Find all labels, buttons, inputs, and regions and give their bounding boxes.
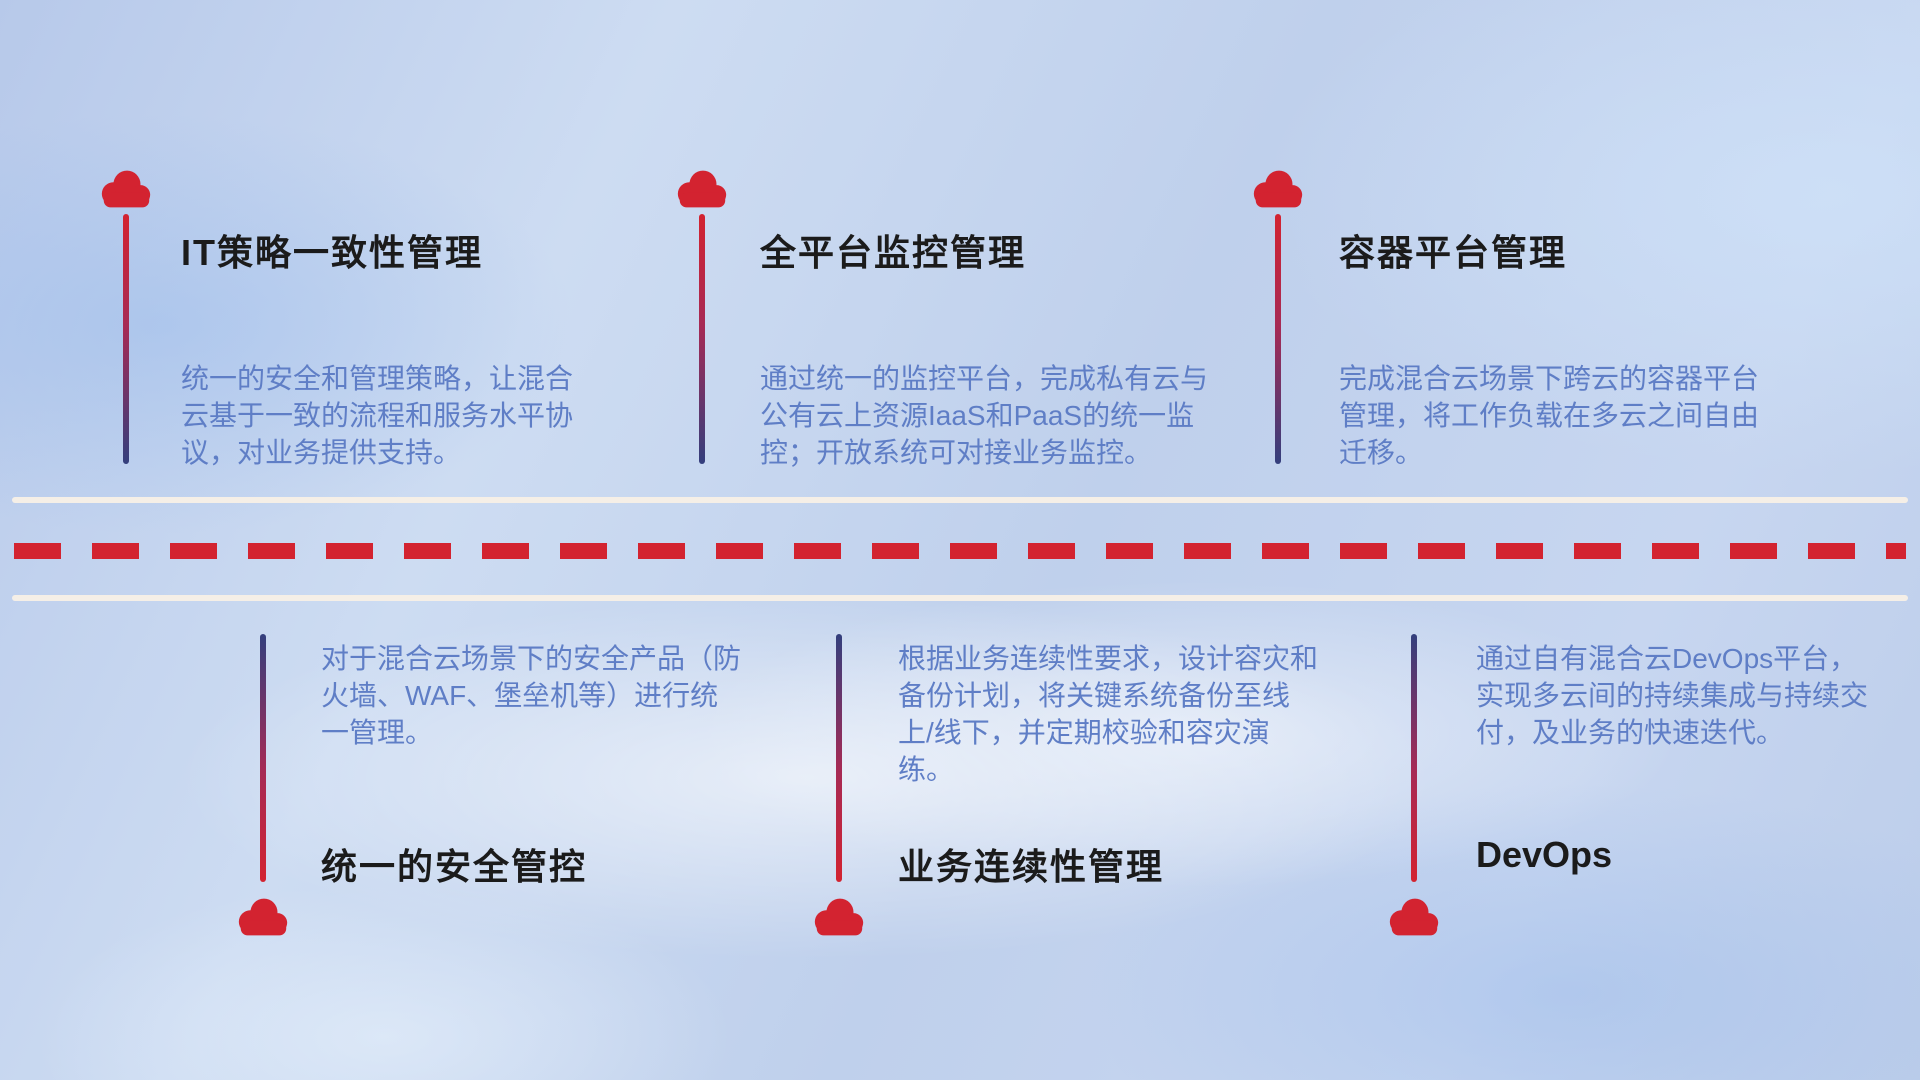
capability-description: 通过自有混合云DevOps平台，实现多云间的持续集成与持续交付，及业务的快速迭代… bbox=[1476, 643, 1869, 748]
capability-title: 全平台监控管理 bbox=[760, 232, 1027, 273]
capability-title: DevOps bbox=[1476, 834, 1613, 875]
capability-title: IT策略一致性管理 bbox=[181, 232, 483, 273]
capability-title: 统一的安全管控 bbox=[321, 846, 588, 887]
cloud-icon bbox=[234, 896, 292, 938]
capability-description: 对于混合云场景下的安全产品（防火墙、WAF、堡垒机等）进行统一管理。 bbox=[321, 643, 742, 748]
connector-line bbox=[123, 214, 129, 464]
connector-line bbox=[699, 214, 705, 464]
connector-line bbox=[1275, 214, 1281, 464]
capability-description: 完成混合云场景下跨云的容器平台管理，将工作负载在多云之间自由迁移。 bbox=[1339, 363, 1760, 468]
road-line-bottom bbox=[12, 595, 1908, 601]
connector-line bbox=[836, 634, 842, 882]
cloud-icon bbox=[1385, 896, 1443, 938]
cloud-icon bbox=[97, 168, 155, 210]
capability-title: 容器平台管理 bbox=[1339, 232, 1568, 273]
cloud-icon bbox=[673, 168, 731, 210]
cloud-icon bbox=[1249, 168, 1307, 210]
connector-line bbox=[1411, 634, 1417, 882]
capability-description: 通过统一的监控平台，完成私有云与公有云上资源IaaS和PaaS的统一监控；开放系… bbox=[760, 363, 1209, 468]
capability-description: 统一的安全和管理策略，让混合云基于一致的流程和服务水平协议，对业务提供支持。 bbox=[181, 363, 574, 468]
road-line-top bbox=[12, 497, 1908, 503]
cloud-icon bbox=[810, 896, 868, 938]
capability-title: 业务连续性管理 bbox=[898, 846, 1165, 887]
connector-line bbox=[260, 634, 266, 882]
road-dashed-centerline bbox=[14, 543, 1906, 559]
capability-description: 根据业务连续性要求，设计容灾和备份计划，将关键系统备份至线上/线下，并定期校验和… bbox=[898, 643, 1319, 785]
